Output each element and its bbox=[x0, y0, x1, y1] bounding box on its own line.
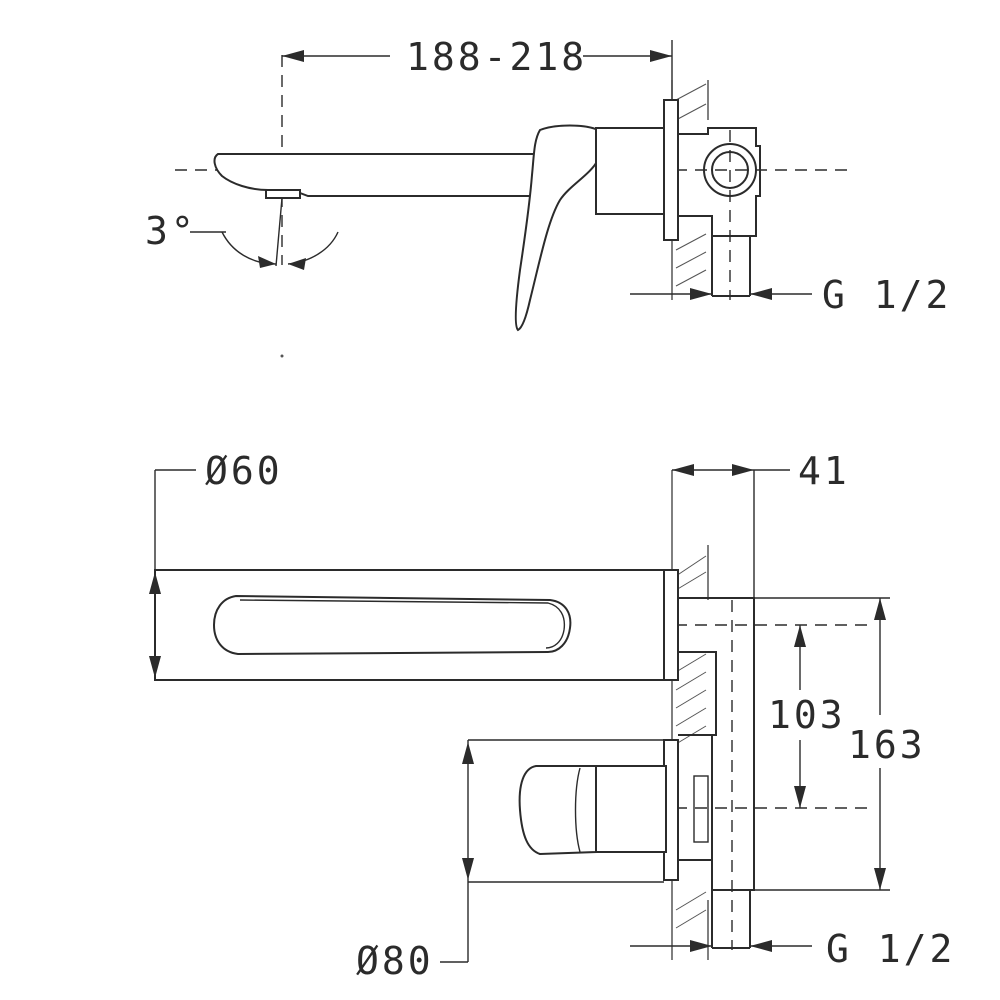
dim-total-height-label: 163 bbox=[848, 723, 926, 767]
front-view-wall bbox=[671, 470, 709, 960]
dim-connection-bottom: G 1/2 bbox=[630, 927, 955, 971]
rosette-spout-front bbox=[663, 569, 679, 681]
pipe-stub-bottom bbox=[711, 890, 751, 949]
side-view: 188-218 3° G 1/2 bbox=[145, 35, 951, 358]
dim-rosette-handle-diameter: Ø80 bbox=[356, 739, 664, 983]
concealed-body-side bbox=[678, 127, 761, 237]
front-view: Ø60 41 103 163 bbox=[149, 449, 955, 983]
pipe-stub-top bbox=[711, 236, 751, 297]
handle-flange bbox=[693, 775, 709, 843]
dim-rosette-spout-diameter: Ø60 bbox=[149, 449, 283, 678]
handle-lever-front bbox=[518, 765, 597, 856]
dim-total-height: 163 bbox=[754, 597, 926, 891]
spout-side bbox=[213, 153, 541, 197]
body-cylinder-side bbox=[595, 127, 675, 215]
dim-connection-top-label: G 1/2 bbox=[822, 273, 951, 317]
dim-axis-spacing: 103 bbox=[768, 625, 846, 808]
dim-wall-depth: 41 bbox=[672, 449, 850, 600]
handle-front bbox=[518, 739, 709, 881]
dim-rosette-handle-diameter-label: Ø80 bbox=[356, 939, 434, 983]
aerator-side bbox=[265, 189, 301, 199]
spout-opening-inner bbox=[239, 599, 566, 649]
dim-axis-spacing-label: 103 bbox=[768, 693, 846, 737]
dim-connection-bottom-label: G 1/2 bbox=[826, 927, 955, 971]
concealed-body-front bbox=[678, 597, 755, 891]
spout-opening-front bbox=[212, 594, 572, 656]
dim-spout-angle: 3° bbox=[145, 197, 339, 270]
dim-rosette-spout-diameter-label: Ø60 bbox=[205, 449, 283, 493]
dim-wall-depth-label: 41 bbox=[798, 449, 850, 493]
stray-dot bbox=[280, 354, 284, 358]
dim-spout-angle-label: 3° bbox=[145, 209, 197, 253]
rosette-side bbox=[663, 99, 679, 241]
handle-cylinder-front bbox=[595, 765, 667, 853]
dim-connection-top: G 1/2 bbox=[630, 273, 951, 317]
dim-spout-projection: 188-218 bbox=[282, 35, 673, 100]
dim-spout-projection-label: 188-218 bbox=[406, 35, 587, 79]
